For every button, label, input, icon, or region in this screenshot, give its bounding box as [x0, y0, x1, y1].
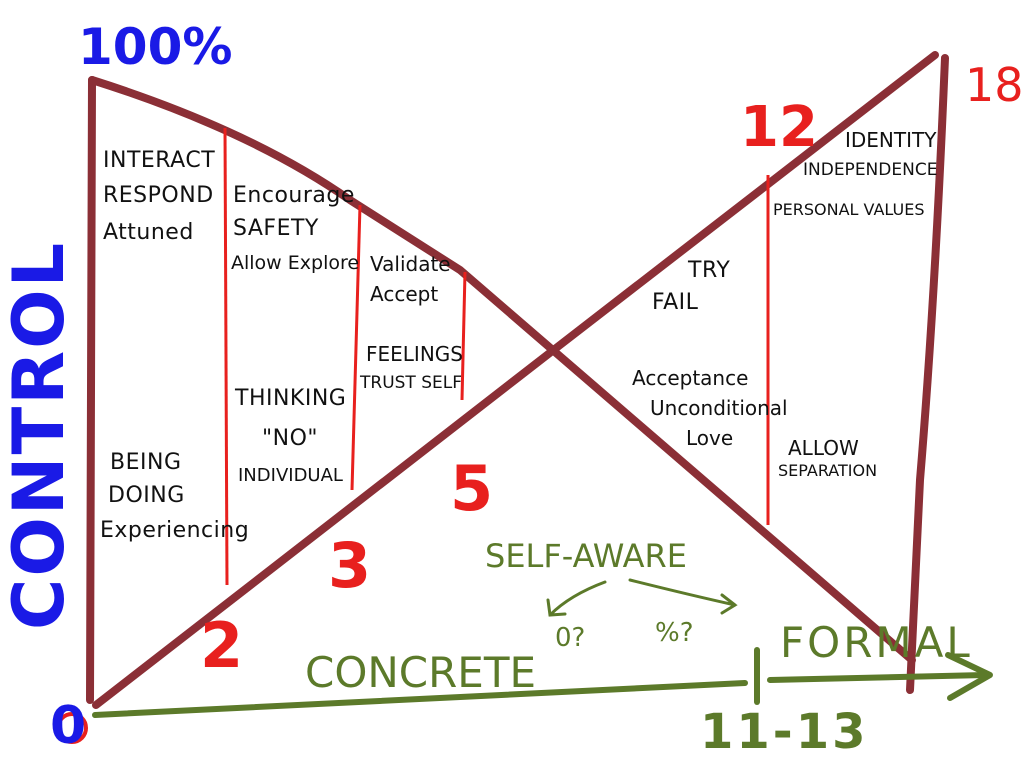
- col1-bottom-line2: DOING: [108, 483, 185, 508]
- col3-bottom-line2: TRUST SELF: [360, 373, 462, 393]
- left-vertical-line: [86, 76, 96, 704]
- right-mid-top-line2: FAIL: [652, 290, 699, 315]
- col1-bottom-line1: BEING: [110, 450, 182, 475]
- origin-circle: [56, 712, 88, 744]
- col3-top-line2: Accept: [370, 282, 439, 306]
- col2-bottom-line3: INDIVIDUAL: [238, 465, 343, 486]
- stage-divider-2: [223, 127, 229, 586]
- right-mid-bottom-line1: Acceptance: [632, 366, 749, 390]
- right-far-bottom-line1: ALLOW: [788, 436, 859, 460]
- age-marker-3: 3: [328, 529, 372, 602]
- top-left-percent-label: 100%: [78, 18, 233, 76]
- formal-arrow-head: [945, 652, 993, 701]
- col1-top-line3: Attuned: [103, 220, 194, 245]
- col2-bottom-line2: "NO": [262, 426, 319, 451]
- col1-top-line1: INTERACT: [103, 148, 216, 173]
- age-marker-2: 2: [200, 609, 244, 682]
- concrete-baseline: [92, 680, 748, 718]
- self-aware-left-branch: 0?: [555, 623, 586, 653]
- control-axis-label: CONTROL: [0, 240, 80, 630]
- col1-bottom-line3: Experiencing: [100, 518, 250, 543]
- col2-top-line1: Encourage: [233, 183, 355, 208]
- self-aware-right-arrow: [628, 578, 738, 615]
- self-aware-left-arrow: [546, 580, 607, 617]
- formal-label: FORMAL: [780, 618, 973, 667]
- stage-divider-5: [460, 271, 467, 401]
- col2-top-line3: Allow Explore: [231, 252, 360, 274]
- right-mid-top-line1: TRY: [688, 258, 731, 283]
- col1-top-line2: RESPOND: [103, 183, 214, 208]
- formal-arrow-shaft: [767, 672, 988, 683]
- col3-bottom-line1: FEELINGS: [366, 342, 463, 366]
- ascending-diagonal-line: [92, 51, 939, 709]
- right-far-top-line1: IDENTITY: [845, 128, 937, 152]
- right-far-top-line2: INDEPENDENCE: [803, 160, 938, 180]
- age-marker-12: 12: [740, 95, 818, 160]
- right-far-top-line3: PERSONAL VALUES: [773, 200, 925, 219]
- col2-top-line2: SAFETY: [233, 216, 319, 241]
- self-aware-right-branch: %?: [655, 618, 694, 648]
- top-right-age-label: 18: [965, 58, 1024, 112]
- stage-divider-3: [350, 204, 362, 491]
- right-far-bottom-line2: SEPARATION: [778, 461, 878, 480]
- right-mid-bottom-line3: Love: [686, 426, 734, 450]
- col3-top-line1: Validate: [370, 252, 451, 276]
- right-vertical-line: [906, 54, 949, 694]
- col2-bottom-line1: THINKING: [235, 386, 347, 411]
- self-aware-label: SELF-AWARE: [485, 537, 687, 575]
- right-mid-bottom-line2: Unconditional: [650, 396, 788, 420]
- age-boundary-label: 11-13: [700, 704, 869, 760]
- age-marker-5: 5: [450, 452, 494, 525]
- origin-label: 0: [50, 696, 87, 756]
- descending-diagonal-line: [88, 76, 916, 664]
- concrete-label: CONCRETE: [305, 648, 537, 697]
